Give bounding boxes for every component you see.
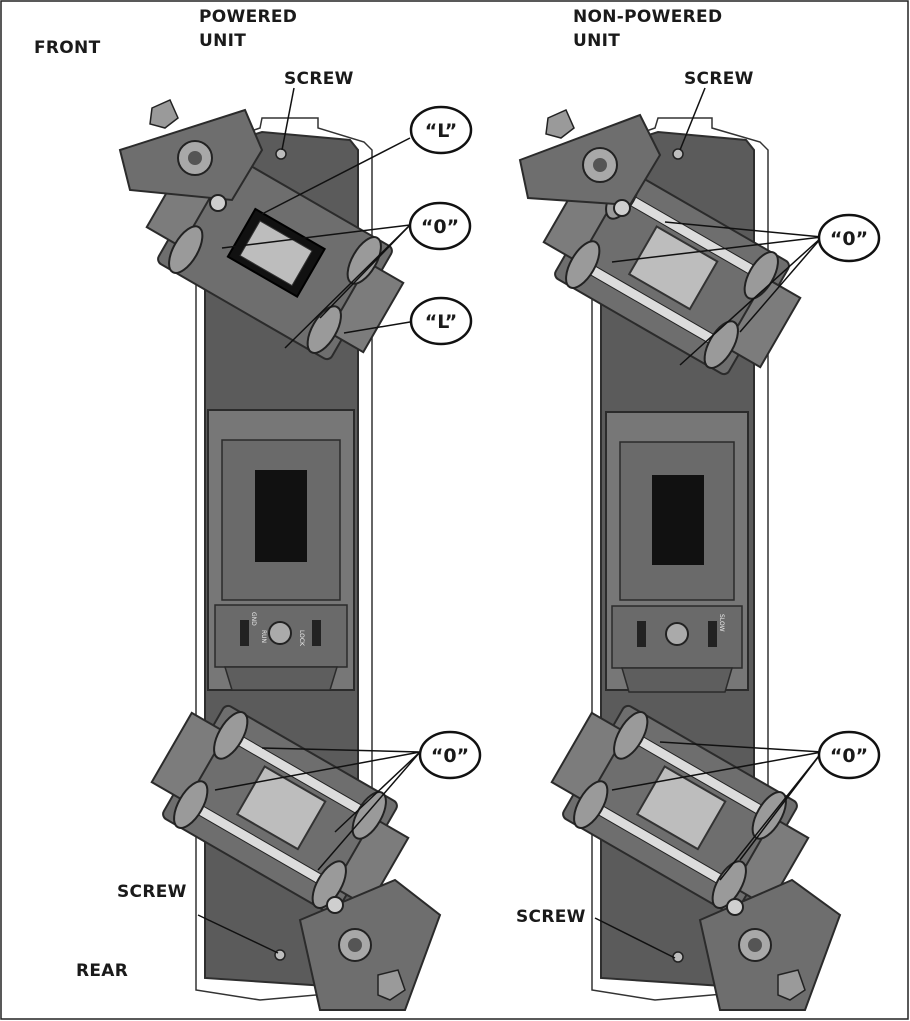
leader-line: [284, 224, 411, 349]
callout-o-nonpowered-rear: “0”: [817, 730, 881, 780]
switch-text-slow: SLOW: [718, 614, 725, 632]
leader-line: [261, 137, 411, 215]
powered-center-block: GND RUN LOCK: [207, 409, 355, 691]
callout-o-nonpowered-front: “0”: [817, 213, 881, 263]
switch-right: [708, 621, 717, 647]
nonpowered-front-screw-label: SCREW: [684, 69, 754, 89]
leader-lines: [197, 87, 823, 959]
switch-text-run: RUN: [260, 630, 267, 643]
callout-l-bottom-text: “L”: [425, 311, 458, 333]
selector-knob: [665, 622, 689, 646]
switch-text-gnd: GND: [250, 612, 257, 626]
nonpowered-unit-label-line2: UNIT: [573, 31, 620, 51]
leader-line: [343, 321, 411, 334]
leader-line: [611, 751, 823, 791]
front-screw: [672, 148, 684, 160]
leader-line: [197, 914, 279, 954]
leader-line: [611, 236, 823, 263]
callout-o-powered-rear-text: “0”: [431, 745, 469, 767]
rear-label: REAR: [76, 961, 128, 981]
leader-line: [594, 917, 676, 959]
front-label: FRONT: [34, 38, 101, 58]
callout-o-nonpowered-front-text: “0”: [830, 228, 868, 250]
powered-unit: GND RUN LOCK: [118, 99, 442, 1011]
callout-o-powered-rear: “0”: [418, 730, 482, 780]
callout-o-top: “0”: [408, 201, 472, 251]
leader-line: [221, 224, 411, 249]
leader-line: [679, 236, 823, 366]
nonpowered-front-coupler: [518, 109, 662, 217]
powered-rear-coupler: [298, 878, 442, 1011]
nonpowered-rear-coupler: [698, 878, 842, 1011]
nonpowered-rear-screw-label: SCREW: [516, 907, 586, 927]
leader-line: [679, 87, 706, 151]
leader-line: [334, 751, 421, 833]
leader-line: [659, 741, 823, 753]
nonpowered-unit: SLOW: [518, 109, 842, 1011]
callout-l-top-text: “L”: [425, 120, 458, 142]
leader-line: [739, 236, 823, 333]
powered-rear-screw-label: SCREW: [117, 882, 187, 902]
leader-line: [214, 751, 421, 791]
nonpowered-unit-label-line1: NON-POWERED: [573, 7, 722, 27]
nonpowered-center-block: SLOW: [605, 411, 749, 693]
wheel: [213, 711, 249, 760]
wheel: [565, 240, 601, 289]
front-screw: [275, 148, 287, 160]
selector-knob: [268, 621, 292, 645]
wheel: [573, 780, 609, 829]
callout-o-top-text: “0”: [421, 216, 459, 238]
nonpowered-front-truck: [542, 164, 802, 376]
nonpowered-window: [652, 475, 704, 565]
powered-unit-label-line2: UNIT: [199, 31, 246, 51]
wheel: [311, 860, 347, 909]
switch-text-lock: LOCK: [298, 630, 305, 647]
switch-right: [312, 620, 321, 646]
leader-line: [664, 221, 823, 238]
powered-window: [255, 470, 307, 562]
switch-left: [637, 621, 646, 647]
switch-left: [240, 620, 249, 646]
powered-front-screw-label: SCREW: [284, 69, 354, 89]
leader-line: [317, 751, 421, 871]
wheel: [173, 780, 209, 829]
callout-l-top: “L”: [409, 105, 473, 155]
leader-line: [281, 87, 295, 151]
callout-o-nonpowered-rear-text: “0”: [830, 745, 868, 767]
leader-line: [719, 751, 823, 881]
wheel: [613, 711, 649, 760]
powered-unit-label-line1: POWERED: [199, 7, 297, 27]
powered-rear-truck: [150, 704, 410, 916]
powered-front-coupler: [118, 99, 264, 212]
wheel: [168, 225, 204, 274]
leader-line: [261, 747, 421, 753]
wheel: [711, 860, 747, 909]
wheel: [306, 305, 342, 354]
callout-l-bottom: “L”: [409, 296, 473, 346]
nonpowered-rear-truck: [550, 704, 810, 916]
wheel: [703, 320, 739, 369]
